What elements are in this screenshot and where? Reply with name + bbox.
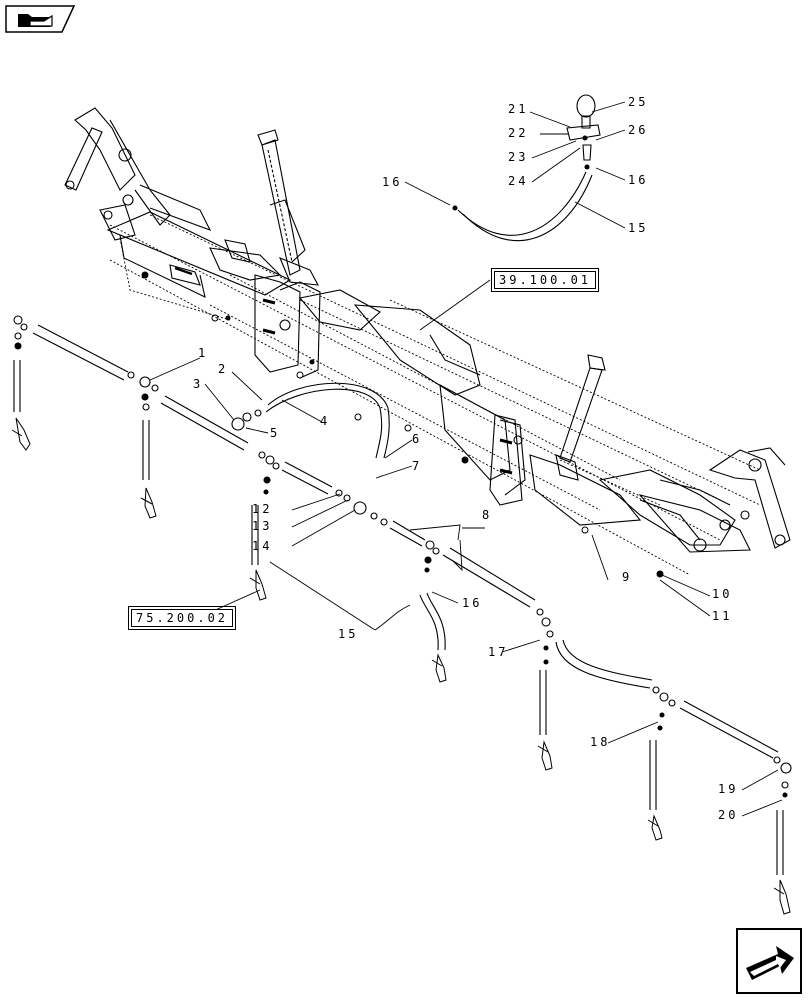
left-hitch-arm bbox=[64, 107, 212, 241]
callout-26: 26 bbox=[628, 123, 649, 137]
pressure-gauge-assembly bbox=[566, 94, 601, 170]
frame-reference-box[interactable]: 39.100.01 bbox=[490, 268, 600, 292]
callout-11: 11 bbox=[712, 609, 733, 623]
drop-hoses bbox=[13, 360, 784, 875]
right-hitch-arm bbox=[638, 447, 791, 553]
left-vertical-post bbox=[257, 129, 319, 286]
right-vertical-post bbox=[555, 354, 606, 481]
callout-7: 7 bbox=[412, 459, 423, 473]
nozzle-bodies bbox=[11, 417, 791, 915]
callout-24: 24 bbox=[508, 174, 529, 188]
callout-15-top: 15 bbox=[628, 221, 649, 235]
left-mount-bracket bbox=[254, 274, 321, 379]
callout-15-lower: 15 bbox=[338, 627, 359, 641]
callout-12: 12 bbox=[252, 502, 273, 516]
callout-14: 14 bbox=[252, 539, 273, 553]
folder-icon[interactable] bbox=[4, 4, 76, 34]
callout-21: 21 bbox=[508, 102, 529, 116]
callout-8: 8 bbox=[482, 508, 493, 522]
boom-pipes bbox=[32, 324, 779, 759]
callout-13: 13 bbox=[252, 519, 273, 533]
callout-2: 2 bbox=[218, 362, 229, 376]
callout-10: 10 bbox=[712, 587, 733, 601]
frame-bolts bbox=[141, 271, 664, 578]
boom-fittings bbox=[13, 315, 792, 798]
callout-5: 5 bbox=[270, 426, 281, 440]
nozzle-reference-box[interactable]: 75.200.02 bbox=[127, 606, 237, 630]
callout-25: 25 bbox=[628, 95, 649, 109]
callout-16-right: 16 bbox=[628, 173, 649, 187]
gauge-hose-top bbox=[452, 171, 593, 242]
callout-17: 17 bbox=[488, 645, 509, 659]
callout-4: 4 bbox=[320, 414, 331, 428]
callout-18: 18 bbox=[590, 735, 611, 749]
frame-main-beam bbox=[106, 211, 736, 546]
callout-16-left: 16 bbox=[382, 175, 403, 189]
callout-22: 22 bbox=[508, 126, 529, 140]
callout-16-lower: 16 bbox=[462, 596, 483, 610]
hose-curved-4 bbox=[265, 382, 390, 459]
leader-lines bbox=[149, 101, 783, 817]
callout-23: 23 bbox=[508, 150, 529, 164]
right-center-bracket bbox=[489, 414, 523, 506]
next-page-arrow-icon[interactable] bbox=[736, 928, 802, 994]
callout-6: 6 bbox=[412, 432, 423, 446]
callout-20: 20 bbox=[718, 808, 739, 822]
callout-3: 3 bbox=[193, 377, 204, 391]
callout-9: 9 bbox=[622, 570, 633, 584]
callout-1: 1 bbox=[198, 346, 209, 360]
callout-19: 19 bbox=[718, 782, 739, 796]
